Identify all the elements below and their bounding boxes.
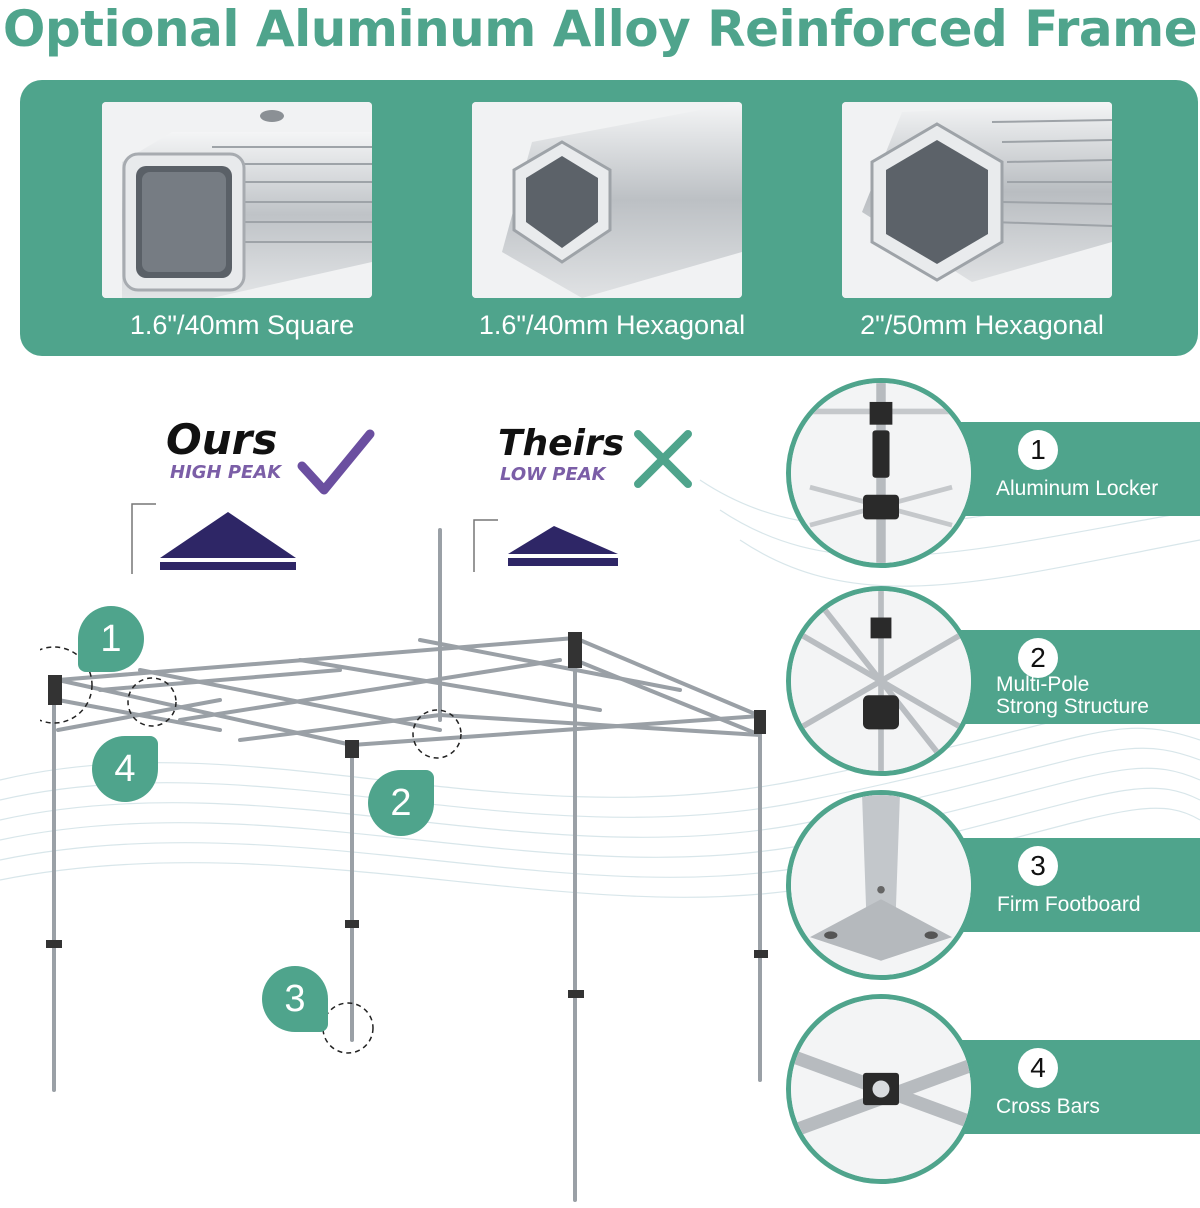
feature-cross-bars: 4 Cross Bars: [780, 994, 1200, 1194]
feature-firm-footboard: 3 Firm Footboard: [780, 790, 1200, 990]
feature-number-3: 3: [1018, 846, 1058, 886]
feature-aluminum-locker: 1 Aluminum Locker: [780, 378, 1200, 578]
feature-label-3: Firm Footboard: [997, 893, 1141, 916]
feature-bar-4: 4 Cross Bars: [940, 1040, 1200, 1134]
feature-label-2a: Multi-Pole: [996, 673, 1090, 696]
feature-bar-2: 2 Multi-Pole Strong Structure: [940, 630, 1200, 724]
aluminum-locker-image: [786, 378, 976, 568]
profile-image-square: [102, 102, 372, 298]
multi-pole-image: [786, 586, 976, 776]
cross-icon: [634, 430, 692, 488]
feature-label-1: Aluminum Locker: [996, 477, 1159, 500]
profile-label-square: 1.6"/40mm Square: [129, 310, 355, 340]
feature-number-4: 4: [1018, 1048, 1058, 1088]
callout-2: 2: [368, 770, 434, 836]
theirs-comparison: Theirs LOW PEAK: [473, 423, 692, 572]
check-icon: [297, 429, 375, 495]
page-title: Optional Aluminum Alloy Reinforced Frame: [2, 0, 1198, 58]
feature-bar-1: 1 Aluminum Locker: [940, 422, 1200, 516]
ours-subtitle: HIGH PEAK: [170, 462, 282, 483]
profile-label-hexagon-50: 2"/50mm Hexagonal: [860, 310, 1104, 340]
feature-bar-3: 3 Firm Footboard: [940, 838, 1200, 932]
feature-label-4: Cross Bars: [996, 1095, 1100, 1118]
callout-4: 4: [92, 736, 158, 802]
firm-footboard-image: [786, 790, 976, 980]
ours-title: Ours: [166, 415, 278, 464]
canopy-frame-illustration: [40, 528, 768, 1202]
feature-number-1: 1: [1018, 430, 1058, 470]
profile-label-hexagon-40: 1.6"/40mm Hexagonal: [478, 310, 746, 340]
profile-image-hexagon-40: [472, 102, 742, 298]
theirs-title: Theirs: [498, 423, 625, 464]
low-peak-diagram: [473, 519, 618, 572]
high-peak-diagram: [131, 503, 296, 574]
theirs-subtitle: LOW PEAK: [500, 464, 606, 485]
feature-multi-pole: 2 Multi-Pole Strong Structure: [780, 586, 1200, 786]
cross-bars-image: [786, 994, 976, 1184]
callout-3: 3: [262, 966, 328, 1032]
profile-image-hexagon-50: [842, 102, 1112, 298]
profile-options-panel: 1.6"/40mm Square 1.6"/40mm Hexagonal: [20, 80, 1198, 356]
feature-label-2b: Strong Structure: [996, 695, 1149, 718]
callout-1: 1: [78, 606, 144, 672]
feature-number-2: 2: [1018, 638, 1058, 678]
ours-comparison: Ours HIGH PEAK: [131, 415, 375, 574]
